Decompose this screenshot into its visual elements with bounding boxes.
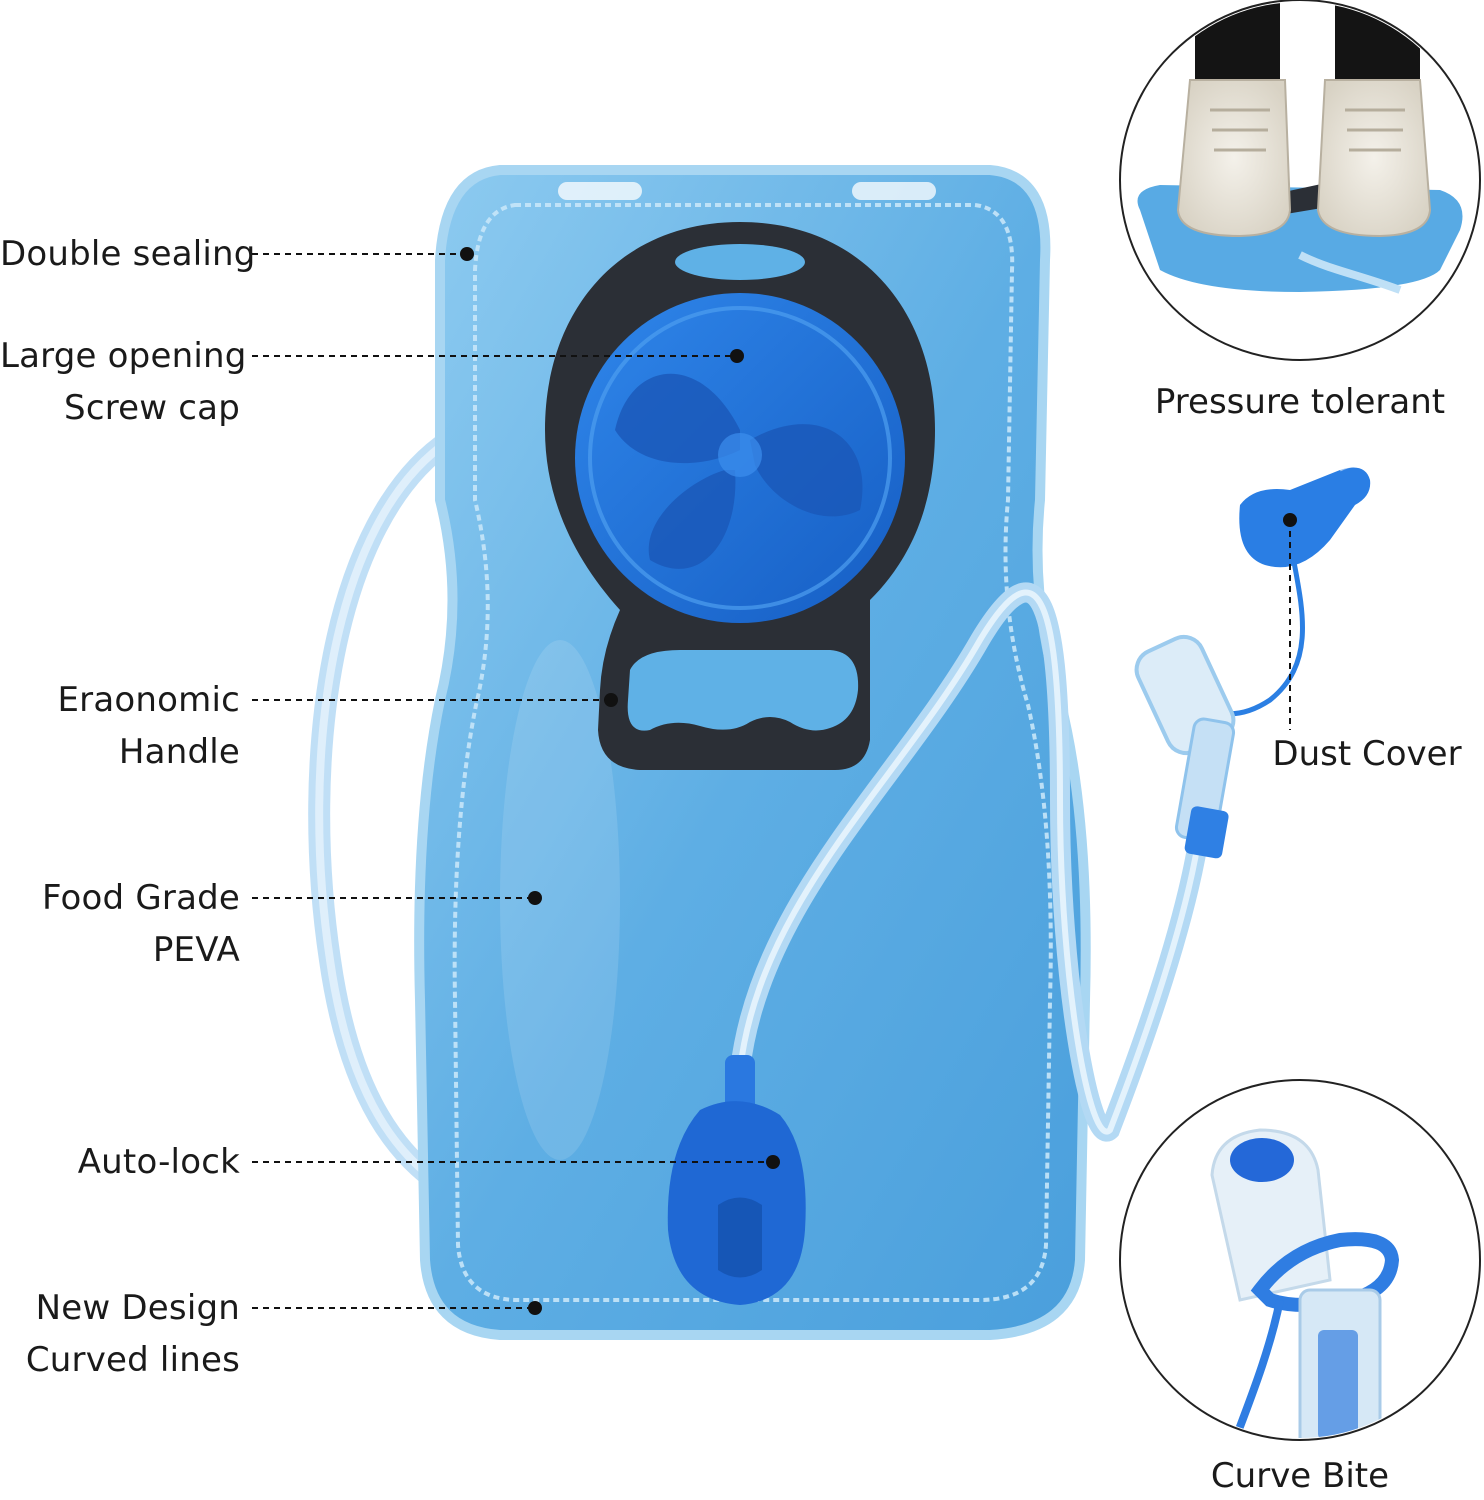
callout-text: Handle	[118, 732, 240, 772]
callout-leaders	[252, 253, 1291, 1309]
callout-text: Double sealing	[0, 234, 256, 274]
callout-dots	[460, 247, 1297, 1315]
callout-text: PEVA	[152, 930, 240, 970]
callout-new-design: New Design Curved lines	[0, 1282, 240, 1386]
callout-ergonomic-handle: Eraonomic Handle	[0, 674, 240, 778]
callout-text: Curved lines	[25, 1340, 240, 1380]
callout-food-grade: Food Grade PEVA	[0, 872, 240, 976]
callout-text: Screw cap	[64, 388, 240, 428]
callout-large-opening: Large opening Screw cap	[0, 330, 247, 434]
callout-text: Auto-lock	[77, 1142, 240, 1182]
inset-label-pressure-tolerant: Pressure tolerant	[1154, 382, 1446, 422]
callout-auto-lock: Auto-lock	[0, 1136, 240, 1188]
callout-text: New Design	[35, 1288, 240, 1328]
callout-text: Food Grade	[42, 878, 240, 918]
callout-text: Large opening	[0, 336, 247, 376]
callout-text: Eraonomic	[57, 680, 240, 720]
dust-cover-cap	[1239, 467, 1371, 568]
inset-label-curve-bite: Curve Bite	[1210, 1456, 1390, 1496]
callout-double-sealing: Double sealing	[0, 228, 256, 280]
inset-label-dust-cover: Dust Cover	[1272, 734, 1462, 774]
